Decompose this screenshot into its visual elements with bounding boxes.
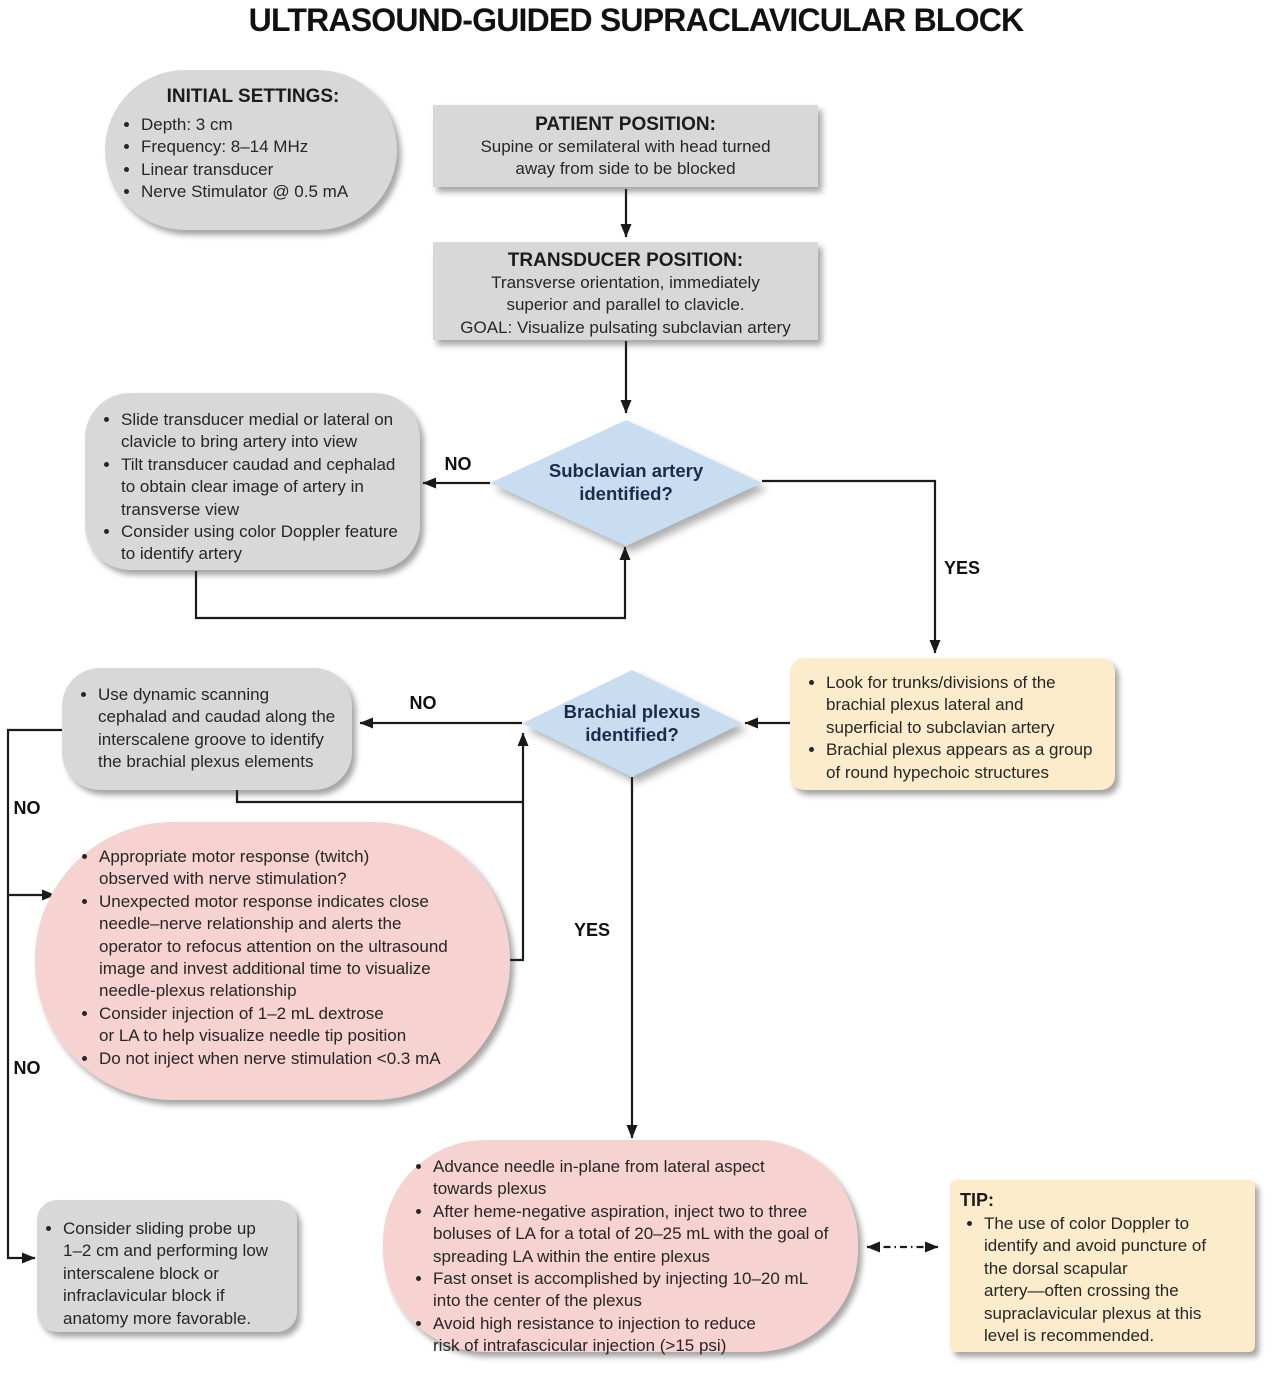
nerve-stimulation-box: Appropriate motor response (twitch) obse…: [35, 822, 510, 1100]
fallback-blocks-box: Consider sliding probe up 1–2 cm and per…: [37, 1200, 297, 1332]
page-title: ULTRASOUND-GUIDED SUPRACLAVICULAR BLOCK: [248, 2, 1025, 38]
injection-technique-box: Advance needle in-plane from lateral asp…: [383, 1140, 858, 1355]
bullet-item: Advance needle in-plane from lateral asp…: [433, 1156, 854, 1201]
label-yes-plexus: YES: [573, 920, 610, 940]
bullet-item: Use dynamic scanning cephalad and caudad…: [98, 684, 346, 774]
bullet-item: Consider sliding probe up 1–2 cm and per…: [63, 1218, 291, 1330]
bullet-item: Look for trunks/divisions of the brachia…: [826, 672, 1109, 739]
plexus-landmarks-list: Look for trunks/divisions of the brachia…: [804, 672, 1109, 784]
patient-position-heading: PATIENT POSITION:: [535, 114, 716, 135]
bullet-item: Avoid high resistance to injection to re…: [433, 1313, 854, 1358]
decision-subclavian-artery: Subclavian artery identified?: [490, 420, 762, 546]
tip-box: TIP: The use of color Doppler to identif…: [950, 1180, 1255, 1352]
line-dynamic-to-rail: [235, 790, 523, 804]
bullet-item: After heme-negative aspiration, inject t…: [433, 1201, 854, 1268]
bullet-item: Depth: 3 cm: [141, 114, 387, 136]
loop-troubleshoot-to-decision1: [194, 546, 631, 620]
bullet-item: Slide transducer medial or lateral on cl…: [121, 409, 414, 454]
decision-diamond: Brachial plexus identified?: [522, 670, 742, 777]
decision-subclavian-question: Subclavian artery identified?: [548, 460, 704, 504]
transducer-position-heading: TRANSDUCER POSITION:: [507, 250, 744, 271]
label-yes-artery: YES: [944, 558, 981, 578]
transducer-position-text: Transverse orientation, immediately supe…: [460, 273, 791, 337]
bullet-item: Fast onset is accomplished by injecting …: [433, 1268, 854, 1313]
initial-settings-box: INITIAL SETTINGS: Depth: 3 cmFrequency: …: [105, 70, 397, 230]
bullet-item: Appropriate motor response (twitch) obse…: [99, 846, 496, 891]
bullet-item: Linear transducer: [141, 159, 387, 181]
dynamic-scanning-box: Use dynamic scanning cephalad and caudad…: [62, 668, 352, 790]
nerve-stimulation-list: Appropriate motor response (twitch) obse…: [77, 846, 496, 1070]
bullet-item: Frequency: 8–14 MHz: [141, 136, 387, 158]
bullet-item: Tilt transducer caudad and cephalad to o…: [121, 454, 414, 521]
decision-brachial-plexus: Brachial plexus identified?: [522, 670, 742, 777]
bullet-item: Consider injection of 1–2 mL dextrose or…: [99, 1003, 496, 1048]
bullet-item: Unexpected motor response indicates clos…: [99, 891, 496, 1003]
injection-technique-list: Advance needle in-plane from lateral asp…: [411, 1156, 854, 1358]
rail-left-no: [6, 728, 62, 1264]
bullet-item: Nerve Stimulator @ 0.5 mA: [141, 181, 387, 203]
patient-position-text: Supine or semilateral with head turned a…: [480, 137, 771, 179]
label-no-stimulation: NO: [13, 1058, 41, 1078]
patient-position-box: PATIENT POSITION: Supine or semilateral …: [433, 105, 818, 187]
label-no-plexus: NO: [409, 693, 437, 713]
transducer-position-box: TRANSDUCER POSITION: Transverse orientat…: [433, 242, 818, 340]
bullet-item: Do not inject when nerve stimulation <0.…: [99, 1048, 496, 1070]
bullet-item: Brachial plexus appears as a group of ro…: [826, 739, 1109, 784]
tip-list: The use of color Doppler to identify and…: [960, 1213, 1249, 1347]
decision-plexus-question: Brachial plexus identified?: [563, 700, 701, 745]
loop-stimulation-to-decision2: [505, 732, 529, 962]
arrow-decision1-yes: [762, 479, 941, 654]
dynamic-scanning-list: Use dynamic scanning cephalad and caudad…: [76, 684, 346, 774]
tip-heading: TIP:: [960, 1190, 994, 1210]
label-no-dynamic: NO: [13, 798, 41, 818]
bullet-item: Consider using color Doppler feature to …: [121, 521, 414, 566]
initial-settings-list: Depth: 3 cmFrequency: 8–14 MHzLinear tra…: [119, 114, 387, 204]
troubleshoot-artery-list: Slide transducer medial or lateral on cl…: [99, 409, 414, 566]
initial-settings-heading: INITIAL SETTINGS:: [166, 86, 340, 107]
fallback-blocks-list: Consider sliding probe up 1–2 cm and per…: [41, 1218, 291, 1330]
decision-diamond: Subclavian artery identified?: [490, 420, 762, 546]
label-no-artery: NO: [444, 454, 472, 474]
bullet-item: The use of color Doppler to identify and…: [984, 1213, 1249, 1347]
troubleshoot-artery-box: Slide transducer medial or lateral on cl…: [85, 393, 420, 570]
plexus-landmarks-box: Look for trunks/divisions of the brachia…: [790, 658, 1115, 790]
